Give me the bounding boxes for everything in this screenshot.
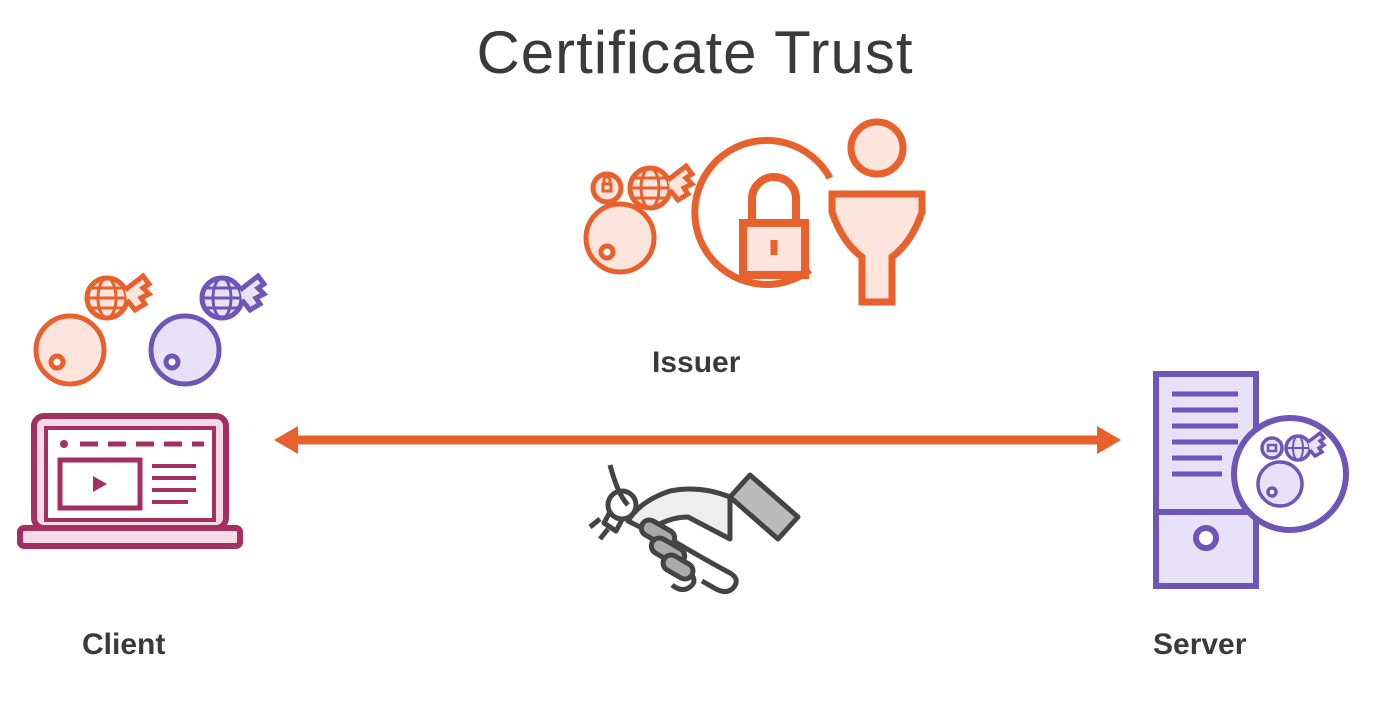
issuer-icon-group — [583, 118, 926, 306]
laptop-icon — [17, 413, 243, 549]
server-label: Server — [1153, 628, 1247, 661]
server-icon — [1153, 371, 1349, 589]
purple-key-icon — [148, 272, 269, 387]
certificate-key-icon — [583, 162, 697, 275]
person-icon — [828, 118, 926, 306]
handshake-icon — [588, 464, 801, 595]
client-label: Client — [82, 628, 166, 661]
issuer-label: Issuer — [652, 346, 741, 379]
lock-circle-icon — [691, 136, 834, 288]
server-certificate-key-icon — [1231, 415, 1349, 533]
orange-key-icon — [33, 272, 154, 387]
bidirectional-arrow — [274, 426, 1121, 454]
diagram-title: Certificate Trust — [476, 19, 914, 86]
client-keys-icon — [33, 272, 269, 387]
